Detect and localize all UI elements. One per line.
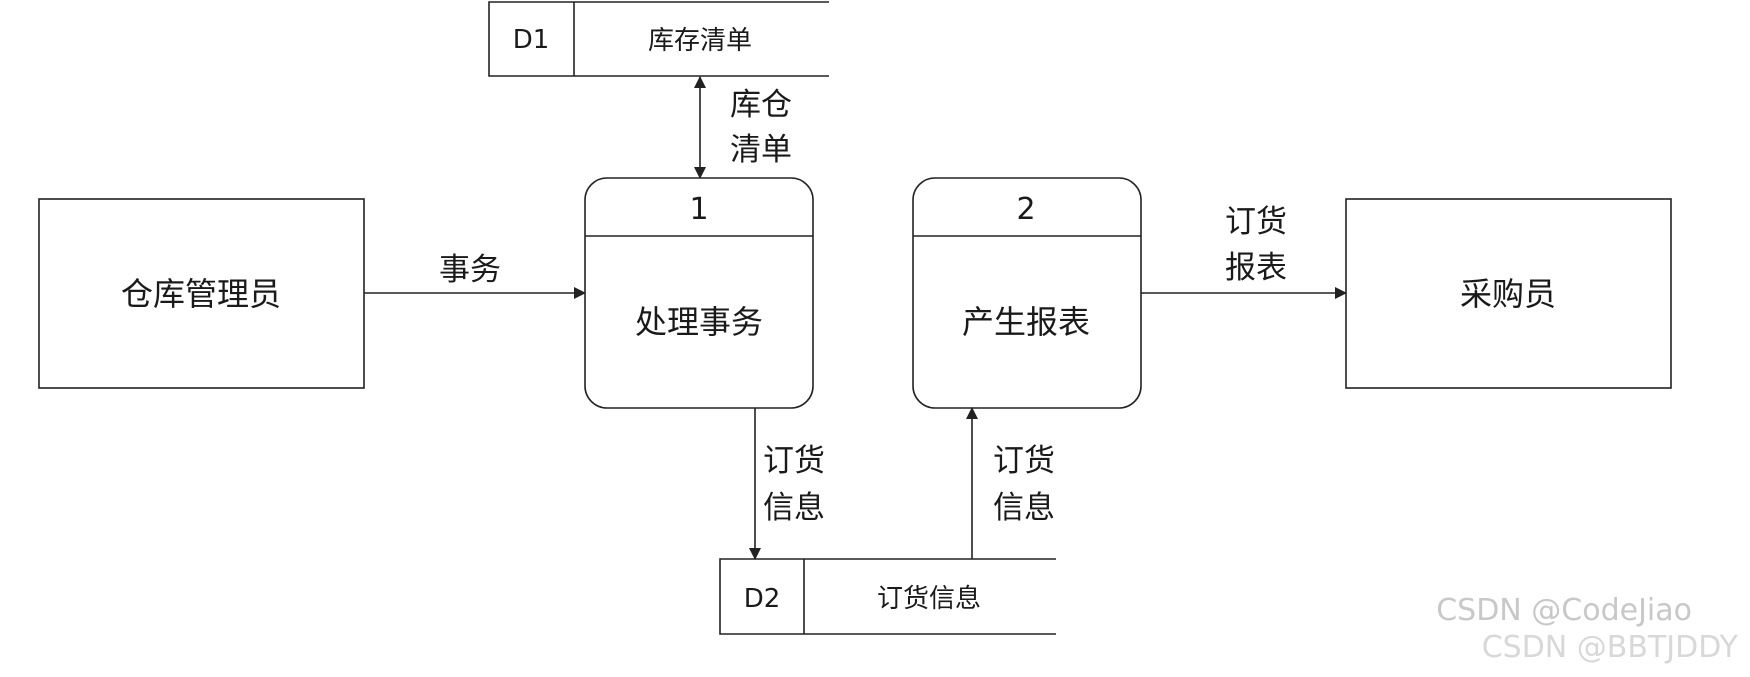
- entity-purchaser-label: 采购员: [1460, 275, 1556, 313]
- process-1: 1 处理事务: [584, 177, 814, 409]
- entity-purchaser: 采购员: [1345, 198, 1672, 389]
- data-store-d1-name: 库存清单: [648, 26, 752, 56]
- data-store-d2-name: 订货信息: [877, 584, 981, 614]
- process-2-number: 2: [1016, 192, 1035, 227]
- data-store-d1-id: D1: [513, 25, 550, 55]
- flow-order-info-out-label-line2: 信息: [763, 490, 825, 526]
- watermark-line-1: CSDN @CodeJiao: [1436, 593, 1692, 628]
- process-1-number: 1: [689, 192, 708, 227]
- flow-order-report-label-line2: 报表: [1225, 250, 1287, 286]
- flow-transaction-label: 事务: [439, 252, 501, 288]
- flow-order-info-out-label-line1: 订货: [763, 443, 825, 479]
- flow-inventory-list-label-line1: 库仓: [730, 87, 792, 123]
- flow-order-info-in-label-line2: 信息: [993, 490, 1055, 526]
- flow-inventory-list-label-line2: 清单: [730, 132, 792, 168]
- entity-warehouse-manager: 仓库管理员: [38, 198, 365, 389]
- entity-warehouse-manager-label: 仓库管理员: [121, 275, 281, 313]
- flow-order-info-in-label-line1: 订货: [993, 443, 1055, 479]
- process-2-label: 产生报表: [962, 303, 1090, 341]
- watermark-line-2: CSDN @BBTJDDY: [1482, 630, 1739, 665]
- data-store-d1: D1 库存清单: [488, 1, 829, 77]
- data-store-d2-id: D2: [744, 584, 781, 614]
- flow-order-report-label-line1: 订货: [1225, 204, 1287, 240]
- data-store-d2: D2 订货信息: [719, 558, 1056, 635]
- process-1-label: 处理事务: [635, 303, 763, 341]
- process-2: 2 产生报表: [912, 177, 1142, 409]
